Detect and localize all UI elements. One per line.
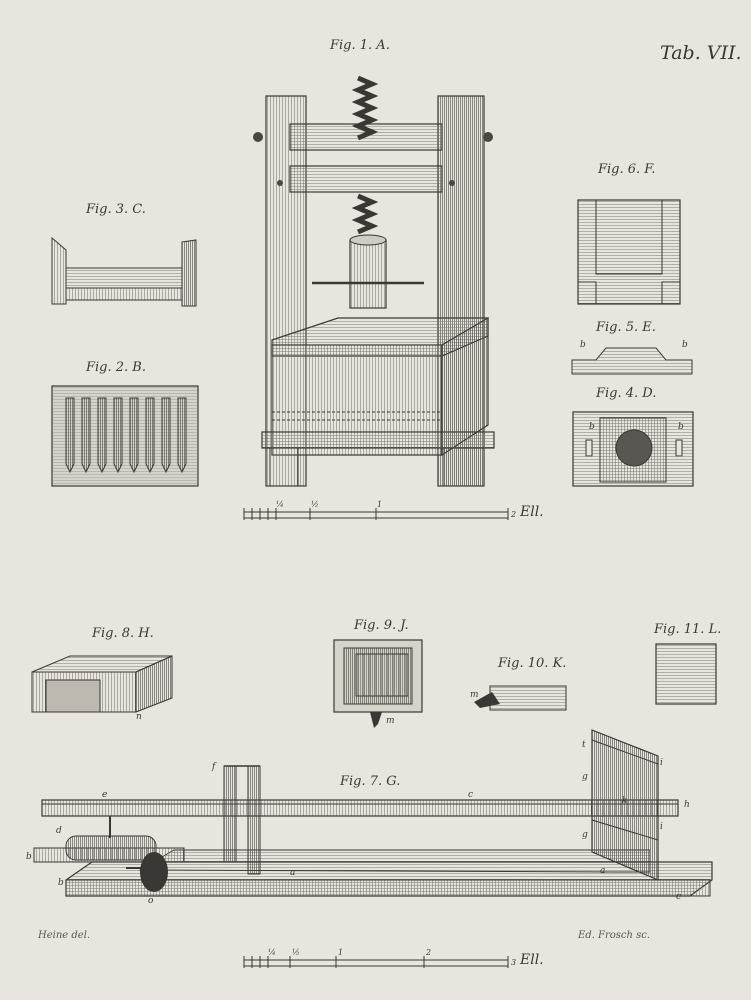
fig9-caption: Fig. 9. J. (354, 618, 409, 633)
fig6-drawing (577, 199, 681, 305)
fig5-drawing (571, 347, 693, 375)
plate-number: Tab. VII. (660, 42, 742, 64)
bottom-scale-tick-half: ½ (292, 948, 300, 957)
top-scale-tick-half: ½ (311, 500, 319, 509)
fig11-caption: Fig. 11. L. (654, 622, 722, 637)
bottom-scale-bar (243, 956, 509, 968)
fig4-letter-b-right: b (678, 422, 684, 432)
fig5-letter-b-left: b (580, 340, 586, 350)
fig7-letter-a-left: a (290, 868, 296, 878)
fig7-letter-a-right: a (600, 866, 606, 876)
fig1-press-drawing (253, 75, 495, 487)
fig7-letter-o: o (148, 896, 154, 906)
fig7-letter-i-lower: i (660, 822, 663, 832)
bottom-scale-tick-one: 1 (338, 948, 344, 957)
fig8-letter-n: n (136, 712, 142, 722)
fig2-caption: Fig. 2. B. (86, 360, 146, 375)
fig7-letter-f: f (212, 762, 216, 772)
top-scale-end: 2 (511, 510, 517, 519)
top-scale-bar (243, 508, 509, 520)
bottom-scale-tick-quarter: ¼ (268, 948, 276, 957)
fig9-drawing (333, 639, 423, 728)
fig2-drawing (51, 385, 199, 487)
fig5-caption: Fig. 5. E. (596, 320, 656, 335)
fig3-caption: Fig. 3. C. (86, 202, 146, 217)
fig8-drawing (31, 655, 173, 713)
fig7-letter-h: h (684, 800, 690, 810)
fig11-drawing (655, 643, 717, 705)
bottom-scale-tick-two: 2 (426, 948, 432, 957)
fig7-letter-t: t (582, 740, 586, 750)
fig4-drawing (572, 411, 694, 487)
top-scale-tick-quarter: ¼ (276, 500, 284, 509)
top-scale-unit: Ell. (520, 504, 544, 520)
top-scale-tick-one: 1 (377, 500, 383, 509)
fig3-drawing (51, 236, 197, 307)
fig1-caption: Fig. 1. A. (330, 38, 390, 53)
bottom-scale-unit: Ell. (520, 952, 544, 968)
fig7-letter-i-upper: i (660, 758, 663, 768)
fig7-letter-e: e (102, 790, 108, 800)
fig4-caption: Fig. 4. D. (596, 386, 657, 401)
fig7-letter-d: d (56, 826, 62, 836)
fig7-caption: Fig. 7. G. (340, 774, 401, 789)
credit-draftsman: Heine del. (38, 930, 91, 941)
fig7-letter-k: k (622, 796, 628, 806)
fig7-letter-g-lower: g (582, 830, 588, 840)
credit-engraver: Ed. Frosch sc. (578, 930, 651, 941)
fig10-drawing (474, 685, 567, 711)
bottom-scale-end: 3 (511, 958, 517, 967)
fig7-drawing (33, 729, 713, 897)
fig9-letter-m: m (386, 716, 395, 726)
fig4-letter-b-left: b (589, 422, 595, 432)
fig7-letter-c: c (468, 790, 474, 800)
fig6-caption: Fig. 6. F. (598, 162, 656, 177)
fig8-caption: Fig. 8. H. (92, 626, 154, 641)
fig7-letter-b-upper: b (26, 852, 32, 862)
fig10-letter-m: m (470, 690, 479, 700)
fig10-caption: Fig. 10. K. (498, 656, 567, 671)
fig7-letter-c-corner: c (676, 892, 682, 902)
fig5-letter-b-right: b (682, 340, 688, 350)
fig7-letter-b-lower: b (58, 878, 64, 888)
fig7-letter-g-upper: g (582, 772, 588, 782)
